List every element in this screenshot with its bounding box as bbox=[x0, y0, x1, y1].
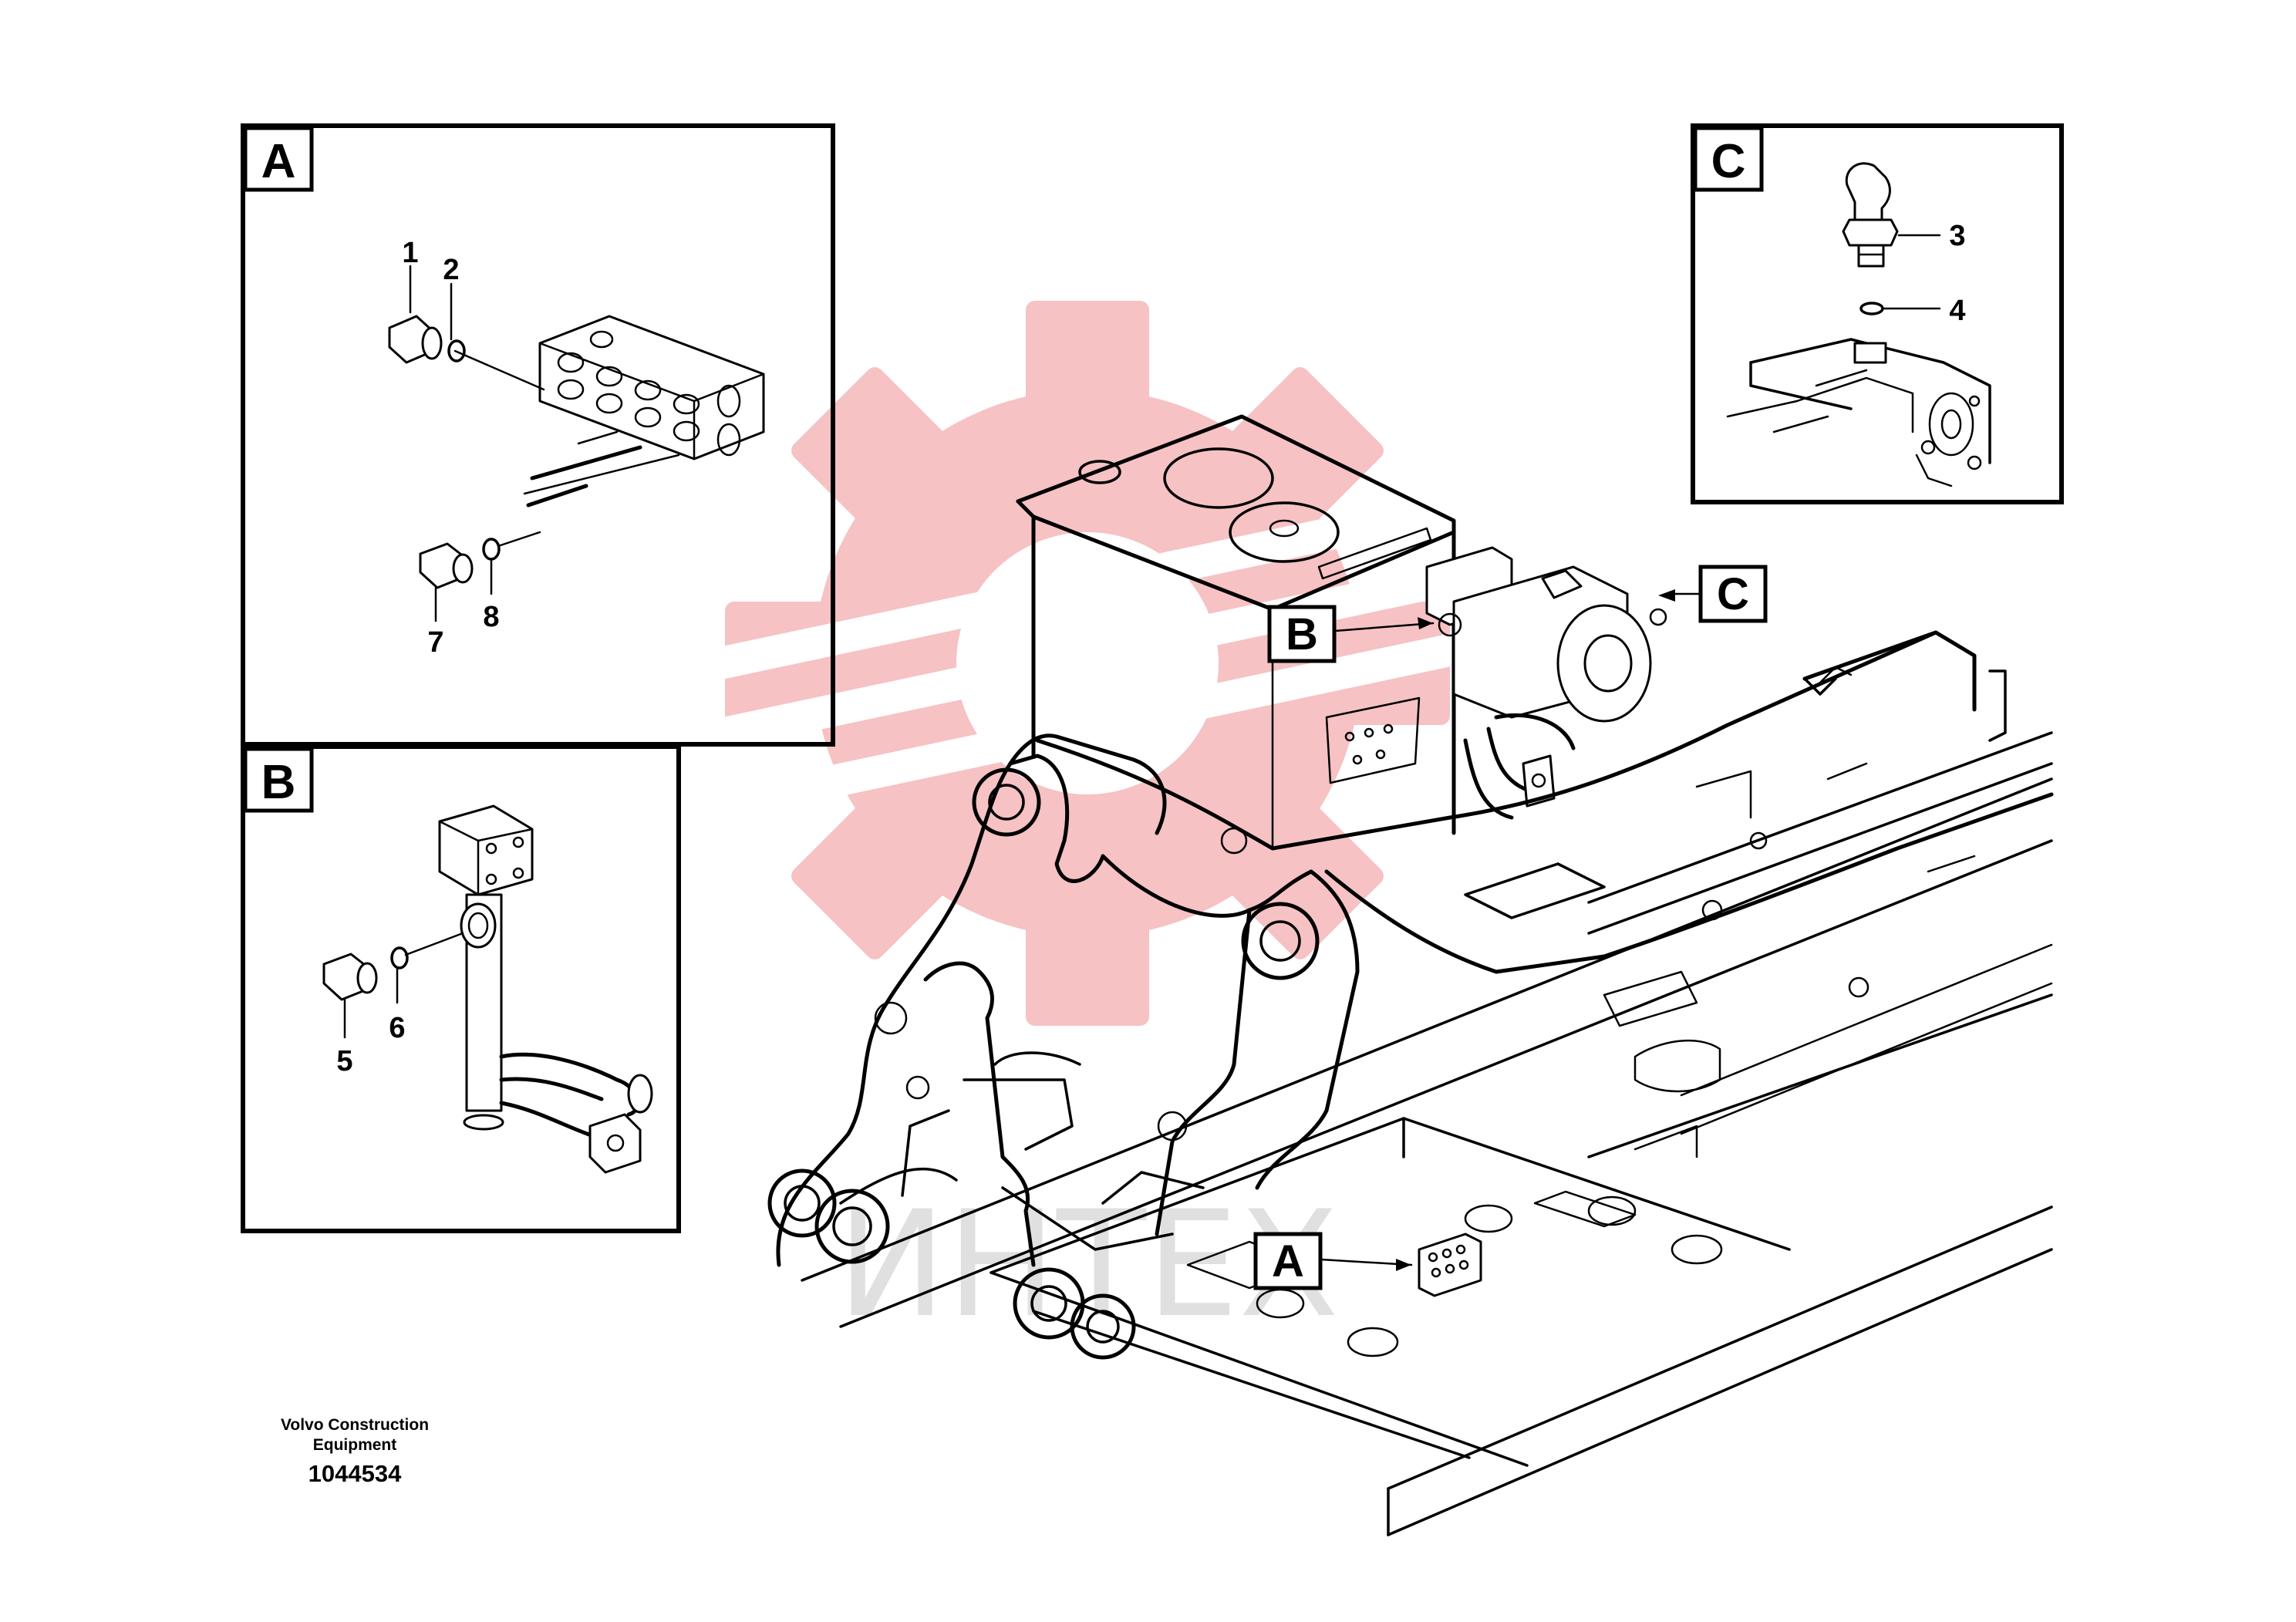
ref-tag-b[interactable]: B bbox=[1267, 605, 1337, 663]
part-number-4: 4 bbox=[1949, 295, 1965, 327]
maker-line-1: Volvo Construction bbox=[280, 1416, 430, 1434]
detail-a-label: A bbox=[261, 135, 296, 188]
ref-tag-c-label: C bbox=[1717, 569, 1749, 619]
part-number-6: 6 bbox=[389, 1012, 405, 1044]
machine-frame-illustration bbox=[767, 414, 2054, 1536]
document-number: 1044534 bbox=[308, 1460, 402, 1487]
part-number-1: 1 bbox=[402, 237, 418, 269]
part-number-3: 3 bbox=[1949, 220, 1965, 252]
watermark-gear-icon bbox=[706, 301, 1572, 1026]
detail-c-panel: C 3 4 bbox=[1691, 123, 2064, 504]
detail-c-label: C bbox=[1711, 135, 1746, 188]
maker-line-2: Equipment bbox=[312, 1436, 397, 1454]
part-number-8: 8 bbox=[483, 601, 499, 633]
ref-tag-b-label: B bbox=[1286, 609, 1318, 659]
ref-tag-c[interactable]: C bbox=[1698, 565, 1768, 623]
footer: Volvo Construction Equipment 1044534 bbox=[231, 1415, 478, 1488]
detail-b-label: B bbox=[261, 756, 296, 809]
ref-tag-a-label: A bbox=[1272, 1236, 1304, 1286]
detail-b-panel: B 5 6 bbox=[241, 744, 681, 1233]
detail-a-panel: A 1 2 bbox=[241, 123, 835, 747]
part-number-2: 2 bbox=[443, 254, 459, 286]
part-number-7: 7 bbox=[427, 626, 443, 659]
part-number-5: 5 bbox=[336, 1045, 352, 1077]
reference-leaders bbox=[1320, 589, 1702, 1271]
ref-tag-a[interactable]: A bbox=[1253, 1232, 1323, 1290]
